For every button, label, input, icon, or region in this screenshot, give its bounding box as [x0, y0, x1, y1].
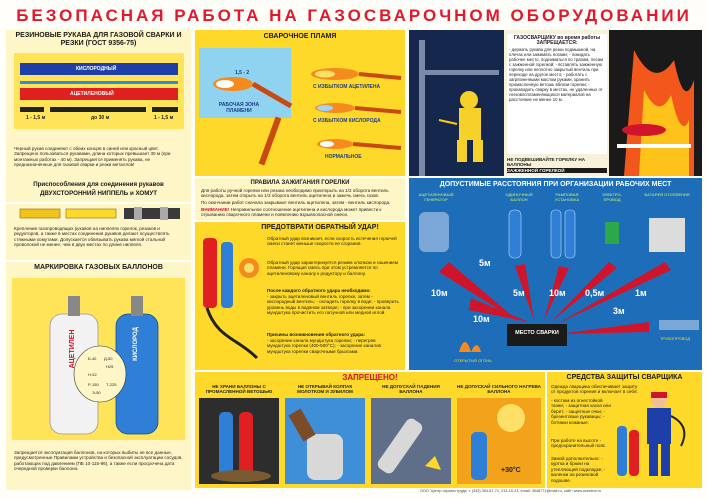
backfire-illustration	[203, 238, 259, 360]
source-ramp: РАМПОВАЯ УСТАНОВКА	[554, 192, 580, 202]
welder-scene	[409, 30, 702, 176]
distance-ramp: 10м	[549, 288, 566, 298]
hose-dim-1: 1 - 1,5 м	[26, 115, 46, 121]
footer-contacts: ООО 'Центр охраны труда' т. (343) 354-87…	[420, 489, 602, 493]
acetylene-hose-label: АЦЕТИЛЕНОВЫЙ	[70, 91, 114, 97]
oxygen-hose	[20, 63, 178, 75]
forbidden-panel: ЗАПРЕЩЕНО! НЕ ХРАНИ БАЛЛОНЫ С ПРОМАСЛЕНН…	[195, 372, 545, 488]
flame-acetylene-excess: С ИЗБЫТКОМ АЦЕТИЛЕНА	[313, 84, 381, 90]
distance-cylinder: 5м	[513, 288, 525, 298]
distances-diagram: 5м 10м 5м 10м 0,5м 1м 3м 10м МЕСТО СВАРК…	[419, 209, 699, 363]
ignition-warning: ВНИМАНИЕ! Неправильное соотношение ацети…	[201, 207, 399, 218]
oxygen-hose-label: КИСЛОРОДНЫЙ	[76, 66, 117, 72]
forbid-item-4: НЕ ДОПУСКАЙ СИЛЬНОГО НАГРЕВА БАЛЛОНА	[457, 384, 541, 395]
protection-intro: Одежда сварщика обеспечивает защиту от п…	[551, 384, 638, 395]
ignition-heading: ПРАВИЛА ЗАЖИГАНИЯ ГОРЕЛКИ	[250, 180, 350, 186]
backfire-steps-heading: После каждого обратного удара необходимо…	[267, 288, 371, 293]
protection-panel: СРЕДСТВА ЗАЩИТЫ СВАРЩИКА Одежда сварщика…	[547, 372, 702, 488]
cylinders-panel: МАРКИРОВКА ГАЗОВЫХ БАЛЛОНОВ АЦЕТИЛЕН КИС…	[6, 262, 191, 490]
pipeline-label: ТРУБОПРОВОД	[660, 336, 690, 341]
cylinders-heading: МАРКИРОВКА ГАЗОВЫХ БАЛЛОНОВ	[34, 264, 163, 271]
hoses-heading: РЕЗИНОВЫЕ РУКАВА ДЛЯ ГАЗОВОЙ СВАРКИ И РЕ…	[15, 32, 182, 47]
backfire-causes: - засорение канала мундштука горелки; - …	[267, 338, 381, 354]
fitting-heading: Приспособления для соединения рукавов	[33, 181, 164, 188]
marking-6: Э-50	[92, 390, 101, 395]
source-single-cylinder: ОДИНОЧНЫЙ БАЛЛОН	[505, 192, 533, 202]
fitting-heading-2: ДВУХСТОРОННИЙ НИППЕЛЬ и ХОМУТ	[39, 190, 158, 197]
marking-1: Д-50	[104, 356, 113, 361]
hoses-illustration	[14, 53, 184, 129]
source-generator: АЦЕТИЛЕНОВЫЙ ГЕНЕРАТОР	[418, 192, 454, 202]
distance-generator-top: 5м	[479, 258, 491, 268]
distances-panel: ДОПУСТИМЫЕ РАССТОЯНИЯ ПРИ ОРГАНИЗАЦИИ РА…	[409, 178, 702, 370]
fitting-panel: Крепление газопроводящих рукавов на нипп…	[6, 204, 191, 260]
source-radiator: БАТАРЕЯ ОТОПЛЕНИЯ	[644, 192, 690, 197]
open-fire-label: ОТКРЫТЫЙ ОГОНЬ	[454, 358, 492, 363]
protection-extra-1: При работе на высоте - предохранительный…	[551, 438, 607, 449]
distance-pipe: 3м	[613, 306, 625, 316]
welder-forbid: НЕ ПОДВЕШИВАЙТЕ ГОРЕЛКУ НА БАЛЛОНЫ	[507, 157, 586, 168]
fitting-text: Крепление газопроводящих рукавов на нипп…	[14, 226, 170, 248]
welder-items: - держать рукава для резки подмышкой, на…	[509, 46, 604, 102]
protection-extra-2: Зимой дополнительно: - куртка и брюки на…	[551, 456, 606, 483]
nipple-clamp-illustration	[19, 207, 180, 220]
flame-illustration	[199, 48, 402, 166]
distance-generator: 10м	[431, 288, 448, 298]
welder-protective-gear	[617, 392, 686, 476]
welder-panel: ГАЗОСВАРЩИКУ во время работы ЗАПРЕЩАЕТСЯ…	[409, 30, 702, 176]
welder-heading: ГАЗОСВАРЩИКУ во время работы ЗАПРЕЩАЕТСЯ…	[513, 35, 601, 47]
ignition-text-1: Для работы ручной горелки или резака нео…	[201, 188, 389, 199]
welder-rules-box: ГАЗОСВАРЩИКУ во время работы ЗАПРЕЩАЕТСЯ…	[507, 34, 607, 154]
backfire-heading: ПРЕДОТВРАТИ ОБРАТНЫЙ УДАР!	[261, 224, 379, 231]
temp-label: +30°С	[501, 466, 521, 474]
ignition-panel: ПРАВИЛА ЗАЖИГАНИЯ ГОРЕЛКИ Для работы руч…	[195, 178, 405, 220]
welding-place-label: МЕСТО СВАРКИ	[515, 330, 559, 336]
backfire-steps: - закрыть ацетиленовый вентиль горелки, …	[267, 294, 399, 316]
welder-forbid-line: НЕ ПОДВЕШИВАЙТЕ ГОРЕЛКУ НА БАЛЛОНЫ ЗАЖЖЕ…	[507, 157, 607, 174]
marking-0: Б-40	[88, 356, 97, 361]
marking-5: Т-225	[106, 382, 117, 387]
acetylene-hose	[20, 88, 178, 100]
forbidden-illustrations: +30°С	[199, 398, 541, 484]
forbid-item-1: НЕ ХРАНИ БАЛЛОНЫ С ПРОМАСЛЕННОЙ ВЕТОШЬЮ	[205, 384, 273, 395]
cylinders-text: Запрещается эксплуатация баллонов, на ко…	[14, 450, 183, 472]
backfire-causes-heading: Причины возникновения обратного удара:	[267, 332, 366, 337]
poster-title: БЕЗОПАСНАЯ РАБОТА НА ГАЗОСВАРОЧНОМ ОБОРУ…	[16, 6, 692, 25]
forbid-item-2: НЕ ОТКРЫВАЙ КОЛПАК МОЛОТКОМ И ЗУБИЛОМ	[297, 384, 353, 395]
backfire-text-2: Обратный удар характеризуется резким хло…	[267, 260, 398, 276]
acetylene-cylinder-word: АЦЕТИЛЕН	[69, 330, 76, 369]
hoses-text: Черный рукав соединяют с обеих концов в …	[14, 146, 171, 168]
distance-radiator: 1м	[635, 288, 647, 298]
hose-dim-2: до 30 м	[91, 115, 110, 121]
marking-4: Р-150	[88, 382, 99, 387]
ignition-text-2: По окончании работ сначала закрывают вен…	[201, 200, 391, 205]
distance-fire: 10м	[473, 314, 490, 324]
marking-2: H25	[106, 364, 114, 369]
hose-dim-3: 1 - 1,5 м	[154, 115, 174, 121]
distances-heading: ДОПУСТИМЫЕ РАССТОЯНИЯ ПРИ ОРГАНИЗАЦИИ РА…	[439, 181, 672, 188]
flame-oxygen-excess: С ИЗБЫТКОМ КИСЛОРОДА	[313, 118, 381, 124]
ignition-warning-label: ВНИМАНИЕ!	[201, 207, 230, 212]
cylinders-illustration: АЦЕТИЛЕН КИСЛОРОД Б-40 Д-50 H25 Н-52 Р-1…	[12, 278, 185, 440]
distance-wire: 0,5м	[585, 288, 605, 298]
flame-dim-label: 1,5 - 2	[235, 70, 250, 76]
flame-normal: НОРМАЛЬНОЕ	[325, 154, 362, 160]
protection-heading: СРЕДСТВА ЗАЩИТЫ СВАРЩИКА	[566, 374, 683, 381]
welder-forbid-2: ЗАЖЖЕННОЙ ГОРЕЛКОЙ	[507, 167, 607, 174]
source-electric-wire: ЭЛЕКТРО-ПРОВОД	[601, 192, 623, 202]
forbid-item-3: НЕ ДОПУСКАЙ ПАДЕНИЯ БАЛЛОНА	[382, 384, 440, 395]
backfire-panel: ПРЕДОТВРАТИ ОБРАТНЫЙ УДАР! Обратный удар…	[195, 222, 405, 370]
forbidden-heading: ЗАПРЕЩЕНО!	[342, 373, 398, 382]
flame-core-label: РАБОЧАЯ ЗОНА ПЛАМЕНИ	[218, 102, 260, 114]
backfire-text-1: Обратный удар возникает, если скорость и…	[267, 236, 397, 247]
marking-3: Н-52	[88, 372, 97, 377]
oxygen-cylinder-word: КИСЛОРОД	[133, 326, 139, 361]
flame-heading: СВАРОЧНОЕ ПЛАМЯ	[263, 33, 337, 40]
flame-panel: СВАРОЧНОЕ ПЛАМЯ 1,5 - 2 РАБОЧАЯ ЗОНА ПЛА…	[195, 30, 405, 176]
ignition-warning-text: Неправильное соотношение ацетилена и кис…	[201, 207, 382, 218]
protection-items: - костюм из огнестойкой ткани; - защитна…	[551, 398, 611, 425]
hoses-panel: РЕЗИНОВЫЕ РУКАВА ДЛЯ ГАЗОВОЙ СВАРКИ И РЕ…	[6, 30, 191, 202]
